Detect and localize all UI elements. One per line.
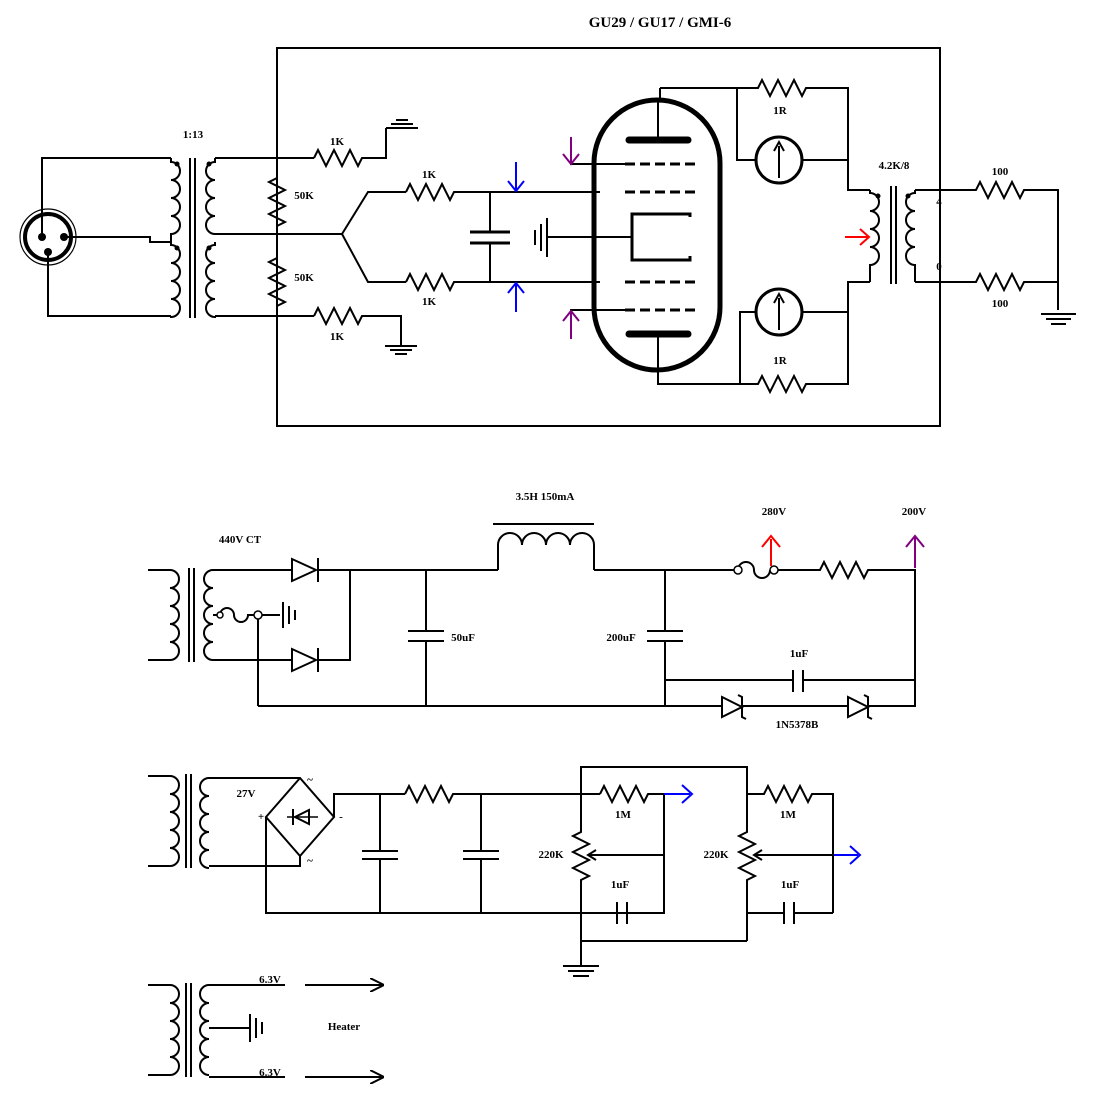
minus-label: - [339, 811, 343, 823]
r-sense-bottom-label: 1R [773, 355, 788, 367]
c2-label: 200uF [606, 632, 636, 644]
g1-top-arrow-icon [507, 162, 525, 193]
r-sense-top-label: 1R [773, 105, 788, 117]
g2-bottom-arrow-icon [562, 309, 580, 339]
bridge-diode-icon [287, 808, 318, 826]
r-grid-leak-top-label: 50K [294, 190, 314, 202]
xlr-connector-icon [19, 157, 171, 317]
heater-v-bottom-label: 6.3V [259, 1067, 281, 1079]
hv-transformer: 440V CT [148, 534, 262, 662]
diode-top-icon [291, 557, 319, 583]
tube-icon [570, 88, 740, 385]
c-left-label: 1uF [611, 879, 630, 891]
output-transformer: 4.2K/8 4 0 [845, 160, 942, 284]
zener-label: 1N5378B [776, 719, 819, 731]
bias-tx-label: 27V [237, 788, 256, 800]
r-grid-leak-bottom-label: 50K [294, 272, 314, 284]
ground-icon-hv [282, 602, 296, 628]
bias-transformer: 27V [148, 774, 256, 869]
r-grid-stop-bottom-label: 1K [330, 331, 345, 343]
input-ratio-label: 1:13 [183, 129, 204, 141]
ac2-label: ~ [307, 855, 313, 867]
amplifier-section: 1:13 1K 1K 50K 50K [19, 47, 1076, 427]
plus-label: + [258, 811, 264, 823]
pot-right-label: 220K [703, 849, 729, 861]
output-tx-label: 4.2K/8 [879, 160, 910, 172]
v-out2-label: 200V [902, 506, 927, 518]
ac1-label: ~ [307, 774, 313, 786]
r-grid-stop-top-label: 1K [330, 136, 345, 148]
ground-icon-heater [249, 1014, 263, 1042]
v-out1-label: 280V [762, 506, 787, 518]
diagram-title: GU29 / GU17 / GMI-6 [589, 15, 732, 31]
c-right-label: 1uF [781, 879, 800, 891]
heater-section: 6.3V 6.3V Heater [148, 974, 384, 1079]
g1-bottom-arrow-icon [507, 281, 525, 312]
tap-0-label: 0 [936, 261, 942, 273]
bias-supply-section: 27V ~ ~ + - 220K 1M [148, 766, 862, 977]
amp-enclosure [276, 47, 941, 427]
ground-icon-bias [563, 965, 599, 977]
pot-left-label: 220K [538, 849, 564, 861]
r-series-bottom-label: 1K [422, 296, 437, 308]
r-out-bottom-label: 100 [992, 298, 1009, 310]
heater-label: Heater [328, 1021, 360, 1033]
heater-v-top-label: 6.3V [259, 974, 281, 986]
r-out-top-label: 100 [992, 166, 1009, 178]
ground-icon-output [1041, 313, 1076, 325]
ground-icon-top [386, 119, 418, 129]
ground-icon-bottom [385, 345, 417, 355]
diode-bottom-icon [291, 647, 319, 673]
r-series-top-label: 1K [422, 169, 437, 181]
c1-label: 50uF [451, 632, 475, 644]
battery-icon [534, 218, 632, 257]
input-transformer: 1:13 [170, 129, 216, 319]
c-bypass-label: 1uF [790, 648, 809, 660]
r-right-label: 1M [780, 809, 797, 821]
tap-4-label: 4 [936, 196, 942, 208]
choke-label: 3.5H 150mA [516, 491, 575, 503]
hv-supply-section: 440V CT 50uF 3.5H 15 [148, 491, 926, 731]
hv-tx-label: 440V CT [219, 534, 262, 546]
meter-top-icon [754, 135, 804, 185]
r-top-label: 1M [615, 809, 632, 821]
g2-top-arrow-icon [562, 137, 580, 166]
meter-bottom-icon [754, 287, 804, 337]
